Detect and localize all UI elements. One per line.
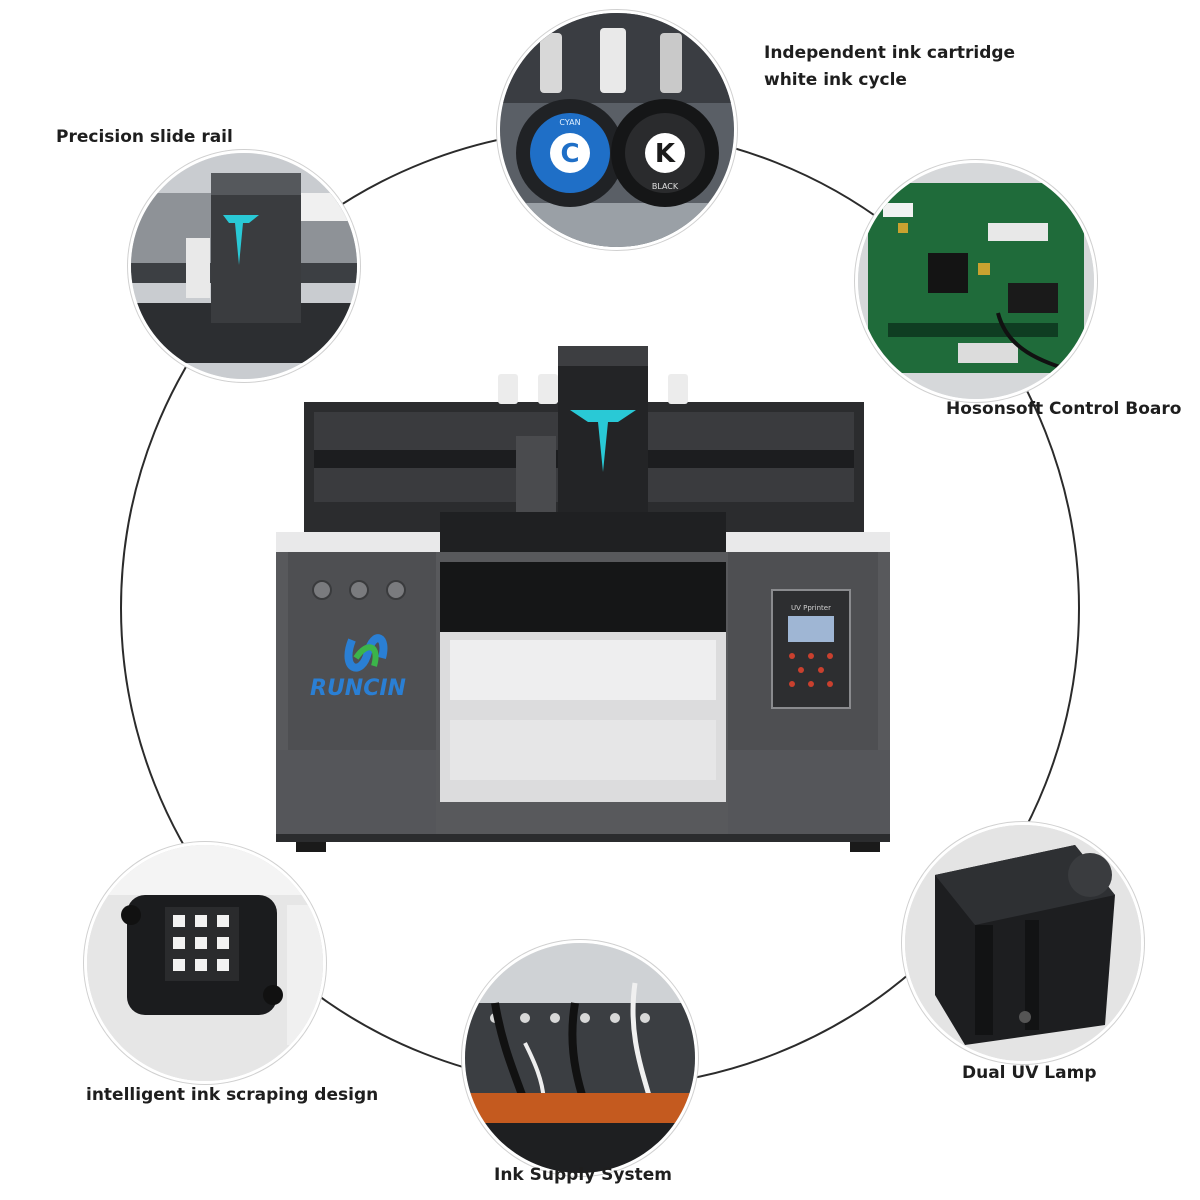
label-ink-scraping: intelligent ink scraping design: [86, 1085, 379, 1105]
cyan-letter: C: [560, 139, 579, 169]
label-ink-supply: Ink Supply System: [494, 1165, 672, 1185]
control-board-photo: [858, 163, 1094, 399]
ink-supply-callout: [462, 940, 698, 1176]
label-control-board: Hosonsoft Control Boaro: [946, 399, 1182, 419]
label-slide-rail: Precision slide rail: [56, 127, 233, 147]
slide-rail-photo: [131, 153, 357, 379]
panel-keys: [789, 653, 833, 687]
ink-cartridge-callout: C CYAN K BLACK: [497, 10, 737, 250]
control-panel: [771, 589, 851, 709]
printer-body: RUNCIN UV Pprinter: [276, 346, 890, 852]
panel-screen: [788, 616, 834, 642]
uv-lamp-photo: [905, 825, 1141, 1061]
ink-scraping-photo: [87, 845, 323, 1081]
black-letter: K: [655, 139, 676, 169]
ink-cartridge-photo: C CYAN K BLACK: [500, 13, 734, 247]
ink-scraping-callout: [84, 842, 326, 1084]
label-ink-cartridge: Independent ink cartridge white ink cycl…: [764, 43, 1016, 90]
panel-title: UV Pprinter: [791, 604, 831, 612]
label-uv-lamp: Dual UV Lamp: [962, 1063, 1097, 1083]
control-board-callout: [855, 160, 1097, 402]
head-logo-icon: [570, 410, 636, 472]
black-ring-text: BLACK: [652, 182, 679, 191]
cyan-ring-text: CYAN: [559, 118, 580, 127]
uv-printer-illustration: RUNCIN UV Pprinter: [270, 340, 900, 860]
slide-rail-callout: [128, 150, 360, 382]
brand-logo-icon: [344, 634, 388, 672]
brand-name: RUNCIN: [310, 676, 406, 701]
ink-supply-photo: [465, 943, 695, 1173]
uv-lamp-callout: [902, 822, 1144, 1064]
